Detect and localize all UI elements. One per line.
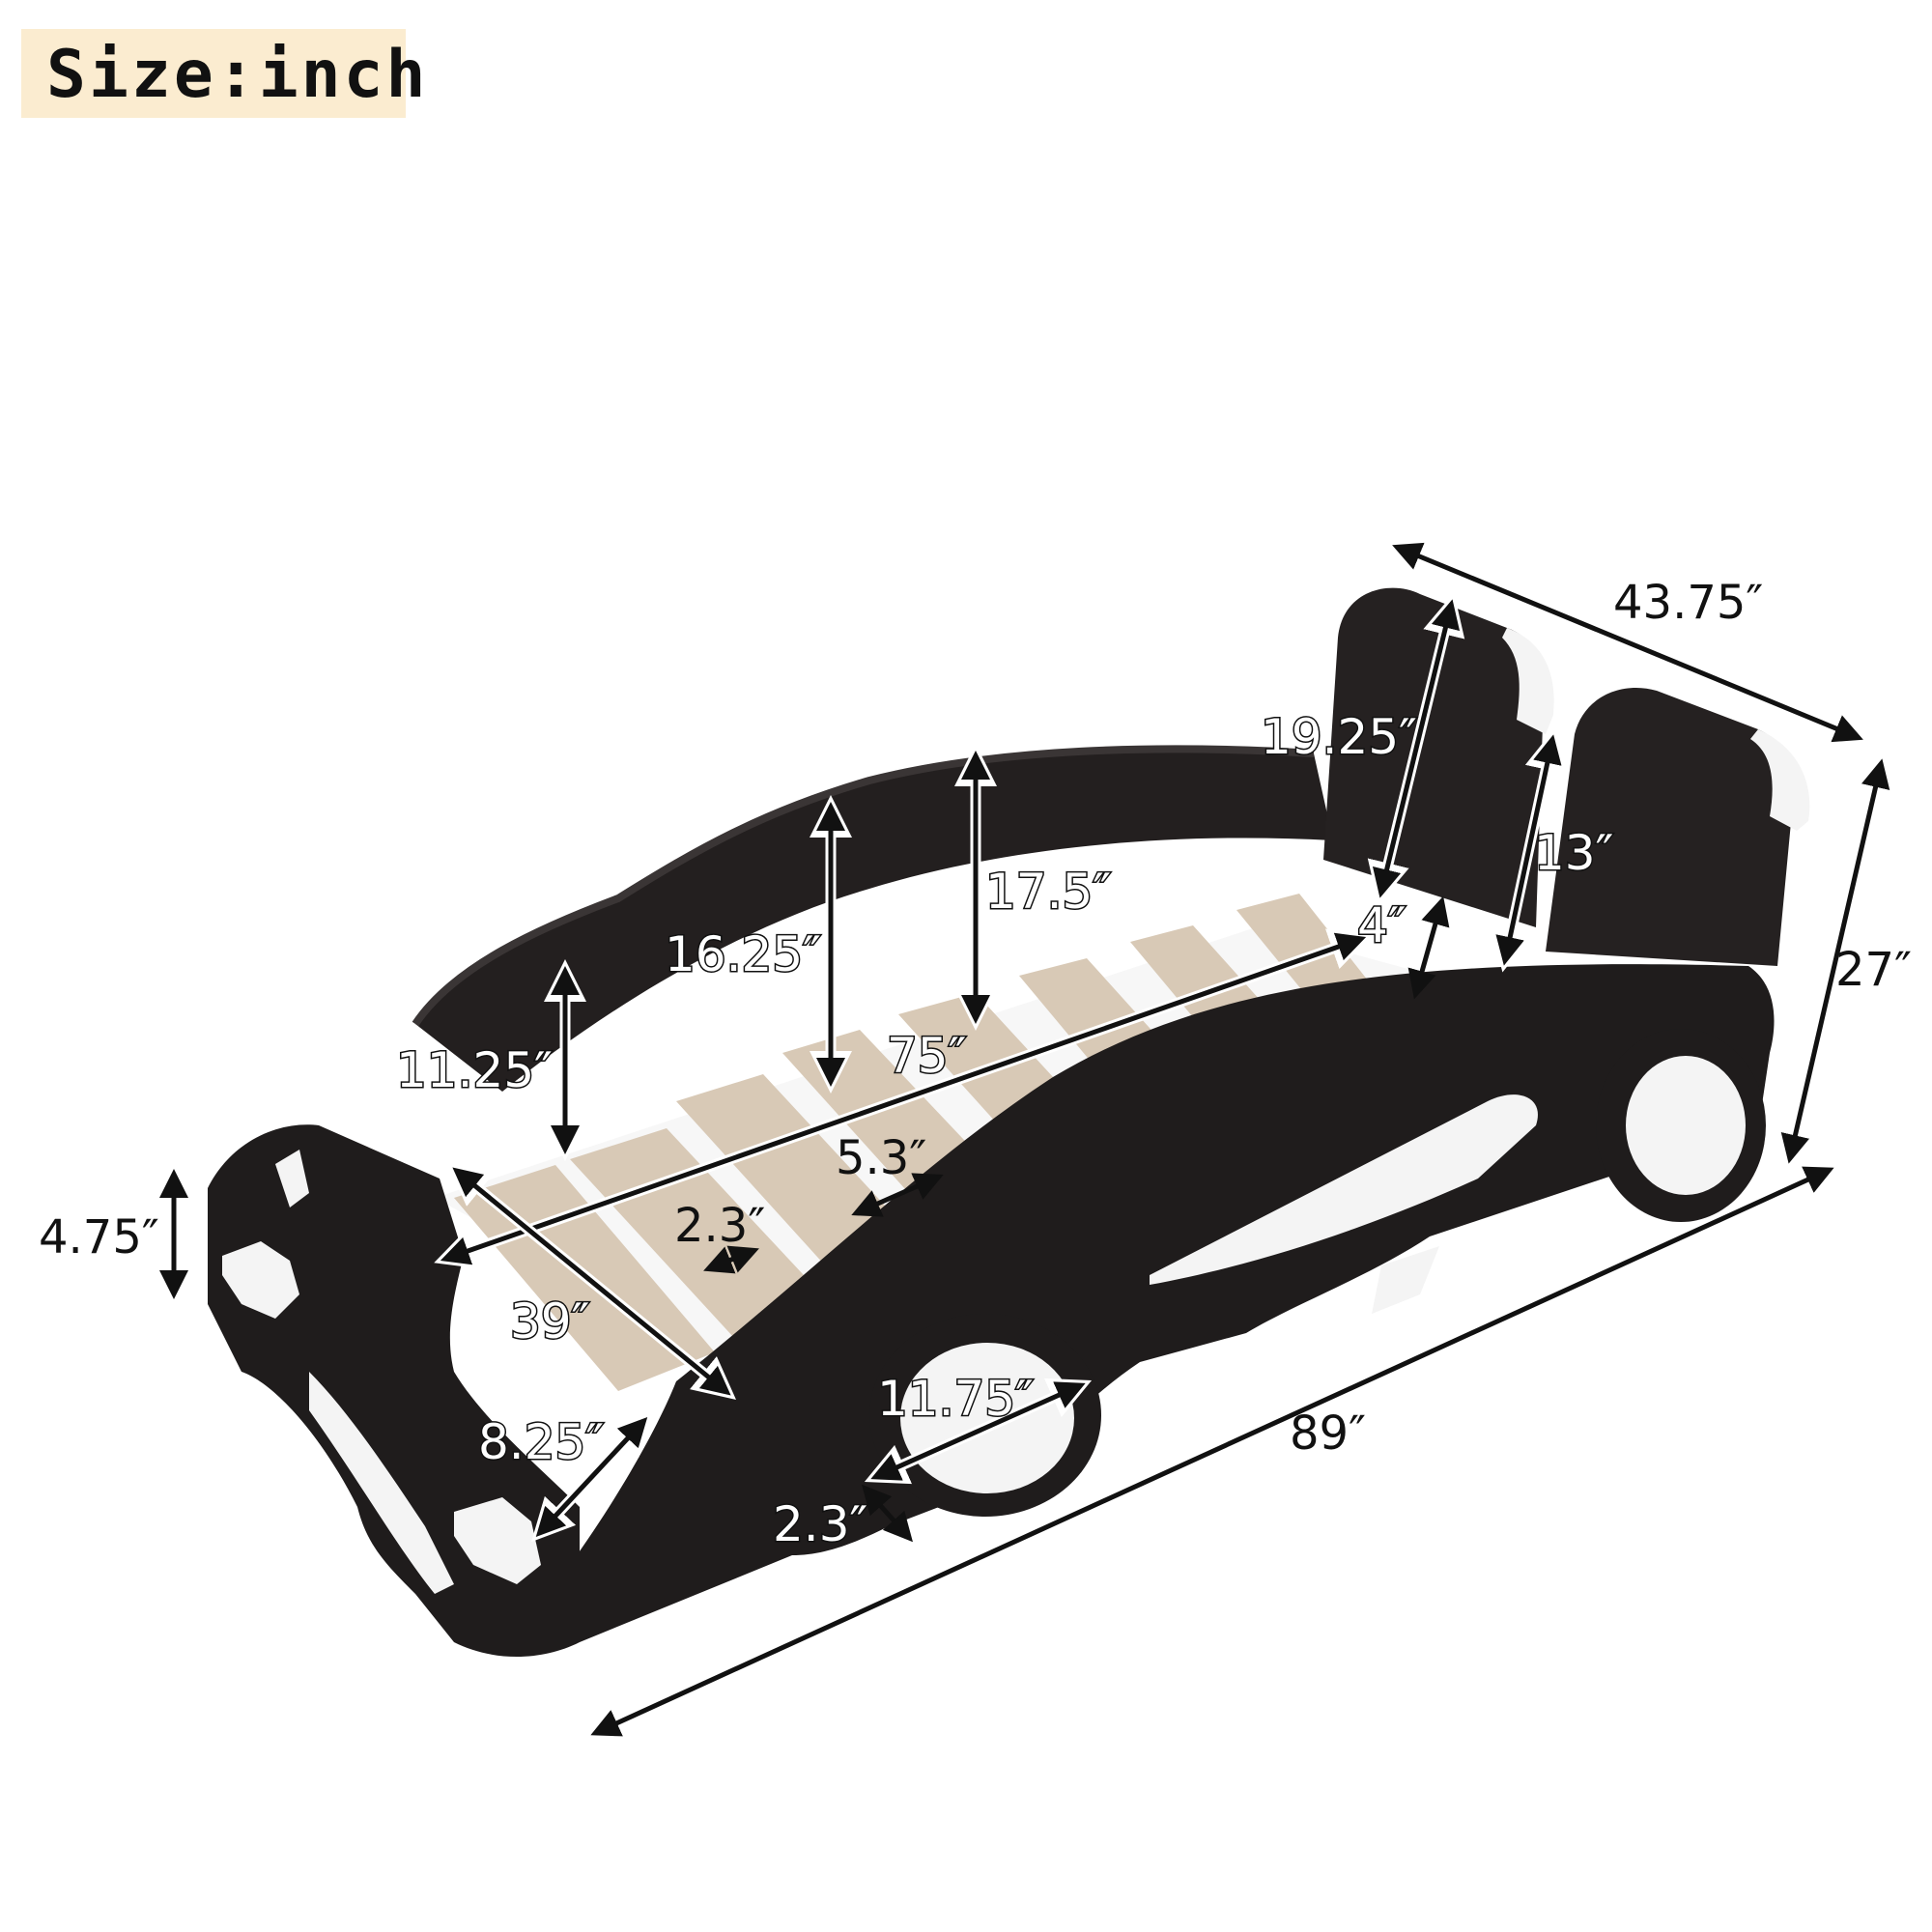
front-panel-label: 8.25″	[478, 1414, 604, 1470]
size-unit-label: Size:inch	[46, 37, 429, 113]
wheel-thickness-label: 2.3″	[773, 1496, 867, 1552]
front-emblem	[275, 1150, 309, 1208]
rear-wheel	[1596, 1029, 1766, 1222]
headlight-left	[222, 1241, 299, 1319]
front-height-label: 4.75″	[39, 1210, 159, 1264]
front-panel-arrow-core	[535, 1417, 648, 1537]
wheel-diameter-label: 11.75″	[877, 1371, 1034, 1427]
headboard-height-arrow-core	[1372, 599, 1461, 898]
gap-label: 4″	[1357, 897, 1406, 953]
overall-height-arrow	[1780, 758, 1890, 1164]
inner-width-label: 39″	[510, 1293, 589, 1350]
slat-width-arrow	[703, 1245, 759, 1274]
headboard-seat-right	[1546, 688, 1794, 966]
overall-width-arrow	[1392, 542, 1863, 743]
front-bumper-skirt	[309, 1372, 454, 1594]
slat-gap-label: 5.3″	[836, 1131, 926, 1185]
wheel-thickness-arrow	[862, 1484, 913, 1543]
inner-length-label: 75″	[887, 1028, 966, 1084]
gap-arrow	[1407, 895, 1450, 1000]
side-rail-mid-label: 16.25″	[665, 926, 821, 982]
back-side-panel	[415, 749, 1333, 1092]
slat-gap-arrow	[851, 1173, 944, 1217]
inner-width-arrow-core	[452, 1167, 731, 1396]
seat-height-label: 13″	[1534, 825, 1613, 881]
headboard-height-label: 19.25″	[1261, 709, 1417, 765]
car-bed-illustration	[208, 587, 1810, 1657]
overall-height-label: 27″	[1835, 943, 1912, 997]
dimension-labels: 43.75″ 27″ 89″ 4.75″ 19.25″ 13″ 4″ 17.5″…	[39, 576, 1912, 1554]
overall-length-arrow	[590, 1166, 1834, 1737]
overall-width-label: 43.75″	[1613, 576, 1763, 630]
overall-length-label: 89″	[1290, 1406, 1366, 1461]
slat-width-label: 2.3″	[674, 1199, 765, 1253]
dimension-arrows	[159, 542, 1890, 1737]
headlight-right	[454, 1497, 541, 1584]
side-rail-high-label: 17.5″	[985, 864, 1111, 920]
side-rail-low-label: 11.25″	[396, 1042, 553, 1098]
seat-height-arrow-core	[1495, 734, 1562, 966]
size-unit-badge: Size:inch	[21, 29, 425, 118]
wheel-diameter-arrow-core	[870, 1381, 1086, 1481]
